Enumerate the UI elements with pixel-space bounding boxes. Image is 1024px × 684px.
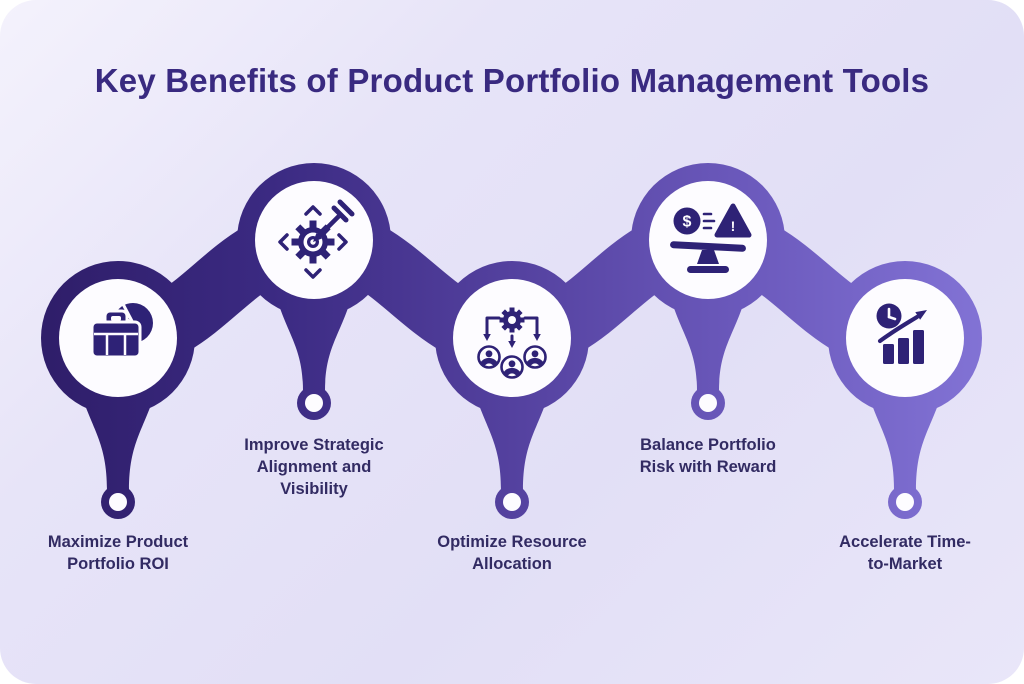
label-line: Accelerate Time- <box>839 533 971 551</box>
node-label-time-to-market: Accelerate Time- to-Market <box>780 531 1024 575</box>
label-line: to-Market <box>867 555 943 573</box>
person-avatar-icon <box>523 345 547 369</box>
label-line: Portfolio ROI <box>67 555 169 573</box>
label-line: Visibility <box>280 480 348 498</box>
node-label-strategic-alignment: Improve Strategic Alignment and Visibili… <box>189 434 439 500</box>
person-avatar-icon <box>477 345 501 369</box>
label-line: Alignment and <box>256 458 372 476</box>
gear-people-distribution-icon <box>477 307 547 379</box>
briefcase-pie-chart-icon <box>90 303 153 359</box>
label-line: Improve Strategic <box>244 436 384 454</box>
page-title: Key Benefits of Product Portfolio Manage… <box>94 62 930 99</box>
balance-scale-risk-icon: $ ! <box>670 203 752 273</box>
drip-tail-holes <box>109 394 914 511</box>
svg-text:$: $ <box>683 214 692 231</box>
clock-growth-chart-icon <box>876 303 927 364</box>
label-line: Balance Portfolio <box>640 436 776 454</box>
label-line: Allocation <box>472 555 552 573</box>
svg-text:!: ! <box>731 218 736 234</box>
person-avatar-icon <box>500 355 524 379</box>
node-label-resource-allocation: Optimize Resource Allocation <box>387 531 637 575</box>
node-label-maximize-roi: Maximize Product Portfolio ROI <box>0 531 243 575</box>
label-line: Risk with Reward <box>639 458 777 476</box>
target-gear-dart-icon <box>278 199 355 279</box>
label-line: Maximize Product <box>47 533 189 551</box>
node-label-risk-reward: Balance Portfolio Risk with Reward <box>583 434 833 478</box>
label-line: Optimize Resource <box>437 533 587 551</box>
